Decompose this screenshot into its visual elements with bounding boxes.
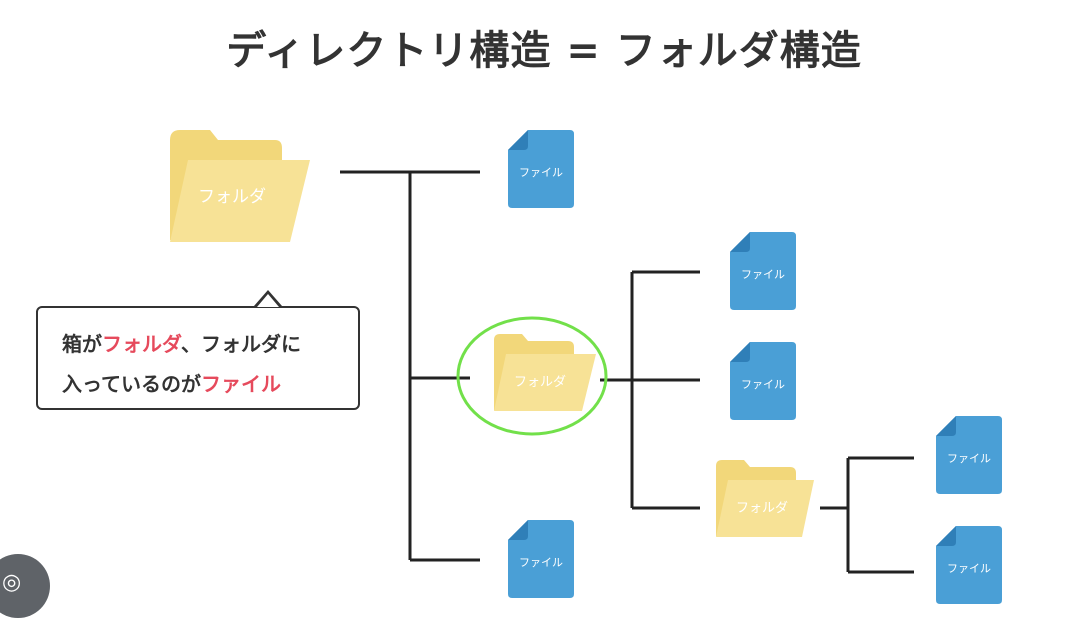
- file-icon-3: ファイル: [730, 232, 796, 310]
- callout-highlight-file: ファイル: [201, 372, 281, 396]
- file-icon-6: ファイル: [936, 526, 1002, 604]
- file-icon-5: ファイル: [936, 416, 1002, 494]
- file-icon-4: ファイル: [730, 342, 796, 420]
- page-title: ディレクトリ構造 = フォルダ構造: [226, 28, 862, 74]
- callout-line-2: 入っているのがファイル: [62, 364, 358, 404]
- callout-line-1: 箱がフォルダ、フォルダに: [62, 324, 358, 364]
- file-icon-1: ファイル: [508, 130, 574, 208]
- file-label: ファイル: [741, 268, 785, 281]
- highlight-circle: [456, 316, 608, 436]
- file-label: ファイル: [519, 166, 563, 179]
- file-label: ファイル: [947, 452, 991, 465]
- callout-pointer-inner: [257, 294, 279, 307]
- folder-icon-sub: フォルダ: [494, 334, 596, 411]
- callout-box: 箱がフォルダ、フォルダに 入っているのがファイル: [36, 306, 360, 410]
- file-label: ファイル: [519, 556, 563, 569]
- google-lens-icon[interactable]: ◎: [2, 570, 22, 595]
- folder-icon-sub2: フォルダ: [716, 460, 814, 537]
- folder-label: フォルダ: [198, 187, 266, 207]
- callout-highlight-folder: フォルダ: [102, 332, 181, 356]
- file-label: ファイル: [947, 562, 991, 575]
- google-lens-button[interactable]: [0, 554, 50, 618]
- callout-text: 、フォルダに: [181, 332, 301, 356]
- tree-connectors: [340, 170, 914, 574]
- callout-text: 箱が: [62, 332, 102, 356]
- folder-label: フォルダ: [736, 501, 788, 516]
- file-icon-2: ファイル: [508, 520, 574, 598]
- callout-text: 入っているのが: [62, 372, 201, 396]
- file-label: ファイル: [741, 378, 785, 391]
- folder-icon-root: フォルダ: [170, 130, 310, 242]
- folder-label: フォルダ: [514, 375, 566, 390]
